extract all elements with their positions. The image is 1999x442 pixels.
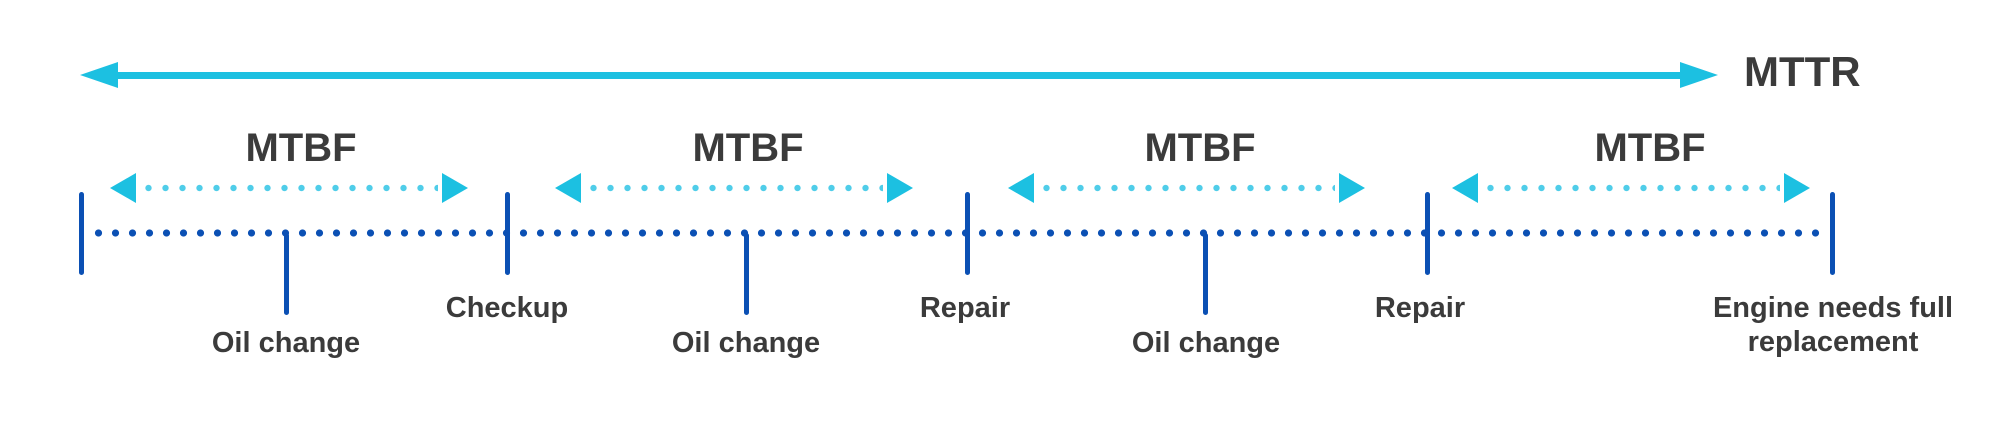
label-repair-1: Repair (919, 292, 1011, 324)
timeline-dotted-line (90, 229, 1825, 237)
mtbf-arrow-2 (555, 173, 913, 203)
oil-change-marker-3 (1203, 233, 1208, 315)
mtbf-label-1: MTBF (245, 126, 357, 170)
left-arrowhead-icon (110, 173, 136, 203)
mtbf-label-2: MTBF (692, 126, 804, 170)
right-arrowhead-icon (1680, 62, 1718, 88)
timeline-tick-repair-2 (1425, 192, 1430, 275)
timeline-tick-checkup (505, 192, 510, 275)
mtbf-dotted-line (140, 184, 438, 192)
right-arrowhead-icon (1784, 173, 1810, 203)
timeline-tick-repair-1 (965, 192, 970, 275)
label-engine-replacement: Engine needs full replacement (1712, 292, 1954, 359)
label-checkup: Checkup (445, 292, 569, 324)
left-arrowhead-icon (1452, 173, 1478, 203)
mttr-arrow (80, 62, 1718, 88)
oil-change-marker-1 (284, 233, 289, 315)
mttr-arrow-line (112, 72, 1686, 79)
left-arrowhead-icon (555, 173, 581, 203)
left-arrowhead-icon (80, 62, 118, 88)
timeline-tick-end (1830, 192, 1835, 275)
mtbf-dotted-line (585, 184, 883, 192)
mtbf-dotted-line (1038, 184, 1335, 192)
left-arrowhead-icon (1008, 173, 1034, 203)
right-arrowhead-icon (442, 173, 468, 203)
right-arrowhead-icon (887, 173, 913, 203)
right-arrowhead-icon (1339, 173, 1365, 203)
label-oil-change-3: Oil change (1131, 327, 1281, 359)
mtbf-label-3: MTBF (1144, 126, 1256, 170)
mtbf-dotted-line (1482, 184, 1780, 192)
mtbf-label-4: MTBF (1594, 126, 1706, 170)
mttr-label: MTTR (1744, 48, 1861, 95)
oil-change-marker-2 (744, 233, 749, 315)
mtbf-arrow-3 (1008, 173, 1365, 203)
label-repair-2: Repair (1374, 292, 1466, 324)
label-oil-change-2: Oil change (671, 327, 821, 359)
mtbf-arrow-1 (110, 173, 468, 203)
label-oil-change-1: Oil change (211, 327, 361, 359)
mtbf-arrow-4 (1452, 173, 1810, 203)
timeline-tick-start (79, 192, 84, 275)
